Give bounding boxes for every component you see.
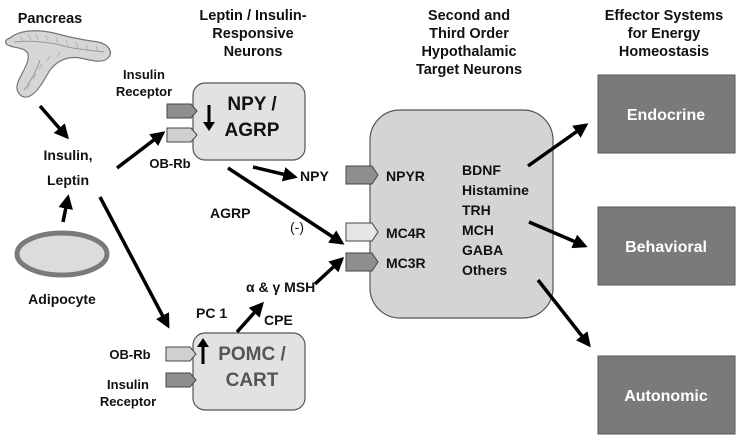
target-neuron (369, 109, 554, 319)
msh-to-mc4r-arrow (313, 257, 345, 286)
agrp-inhibition-label: (-) (290, 219, 304, 235)
behavioral-label: Behavioral (625, 239, 707, 256)
cpe-label: CPE (264, 312, 293, 328)
agrp-to-mc4r-arrow (227, 166, 345, 245)
pomc-insulin-receptor-label: Insulin Receptor (100, 377, 156, 409)
hormones-to-npy-neuron-arrow (115, 131, 166, 170)
leptin-label: Leptin (47, 172, 89, 188)
to-behavioral-arrow (528, 220, 588, 249)
pancreas-to-insulin-arrow (38, 104, 69, 140)
svg-text:Insulin: Insulin (107, 377, 149, 392)
svg-text:Neurons: Neurons (224, 44, 283, 60)
adipocyte-icon (14, 230, 110, 278)
pancreas-header: Pancreas (18, 11, 83, 27)
effector-systems-header: Effector Systems for Energy Homeostasis (605, 8, 723, 60)
pomc-cart-neuron (192, 332, 306, 411)
pomc-cart-title: POMC / CART (218, 344, 286, 391)
mc4r-label: MC4R (386, 225, 426, 241)
svg-text:AGRP: AGRP (225, 120, 280, 141)
down-arrow-icon (203, 105, 215, 131)
npy-insulin-receptor (166, 103, 198, 119)
pomc-insulin-receptor (165, 372, 197, 388)
autonomic-label: Autonomic (624, 388, 708, 405)
svg-text:Receptor: Receptor (100, 394, 156, 409)
mc3r-receptor (345, 252, 379, 272)
npy-ob-rb-label: OB-Rb (149, 156, 190, 171)
npyr-receptor (345, 165, 379, 185)
svg-text:MCH: MCH (462, 222, 494, 238)
endocrine-box (597, 74, 736, 154)
msh-signal-label: α & γ MSH (246, 279, 315, 295)
npyr-label: NPYR (386, 168, 425, 184)
svg-text:NPY /: NPY / (227, 94, 277, 115)
pomc-processing-arrow (235, 301, 264, 334)
autonomic-box (597, 355, 736, 435)
pomc-ob-rb-receptor (165, 346, 197, 362)
adipocyte-label: Adipocyte (28, 291, 96, 307)
up-arrow-icon (197, 338, 209, 364)
agrp-signal-label: AGRP (210, 205, 250, 221)
pomc-ob-rb-label: OB-Rb (109, 347, 150, 362)
svg-text:Receptor: Receptor (116, 84, 172, 99)
svg-text:GABA: GABA (462, 242, 503, 258)
npy-ob-rb-receptor (166, 127, 198, 143)
svg-text:Histamine: Histamine (462, 182, 529, 198)
svg-text:Hypothalamic: Hypothalamic (421, 44, 516, 60)
npy-release-arrow (252, 165, 298, 182)
pc1-label: PC 1 (196, 305, 227, 321)
leptin-insulin-neurons-header: Leptin / Insulin- Responsive Neurons (199, 8, 306, 60)
to-endocrine-arrow (526, 123, 589, 168)
hormones-to-pomc-neuron-arrow (98, 196, 170, 329)
svg-text:POMC /: POMC / (218, 344, 286, 365)
mc3r-label: MC3R (386, 255, 426, 271)
svg-text:Third Order: Third Order (429, 26, 509, 42)
mediator-list: BDNF Histamine TRH MCH GABA Others (462, 162, 529, 278)
svg-text:Second and: Second and (428, 8, 510, 24)
npy-signal-label: NPY (300, 168, 329, 184)
target-neurons-header: Second and Third Order Hypothalamic Targ… (416, 8, 522, 78)
svg-text:Leptin / Insulin-: Leptin / Insulin- (199, 8, 306, 24)
svg-text:Effector Systems: Effector Systems (605, 8, 723, 24)
npy-agrp-title: NPY / AGRP (225, 94, 280, 141)
svg-text:Homeostasis: Homeostasis (619, 44, 709, 60)
mc4r-receptor (345, 222, 379, 242)
svg-text:CART: CART (226, 370, 279, 391)
svg-text:BDNF: BDNF (462, 162, 501, 178)
svg-text:for Energy: for Energy (628, 26, 701, 42)
npy-agrp-neuron (192, 82, 306, 161)
svg-text:Target Neurons: Target Neurons (416, 62, 522, 78)
svg-text:Insulin: Insulin (123, 67, 165, 82)
behavioral-box (597, 206, 736, 286)
svg-text:Others: Others (462, 262, 507, 278)
to-autonomic-arrow (536, 278, 591, 348)
pancreas-icon (4, 30, 111, 98)
npy-insulin-receptor-label: Insulin Receptor (116, 67, 172, 99)
svg-text:TRH: TRH (462, 202, 491, 218)
endocrine-label: Endocrine (627, 107, 705, 124)
insulin-label: Insulin, (44, 147, 93, 163)
adipocyte-to-leptin-arrow (58, 194, 73, 223)
svg-text:Responsive: Responsive (212, 26, 293, 42)
